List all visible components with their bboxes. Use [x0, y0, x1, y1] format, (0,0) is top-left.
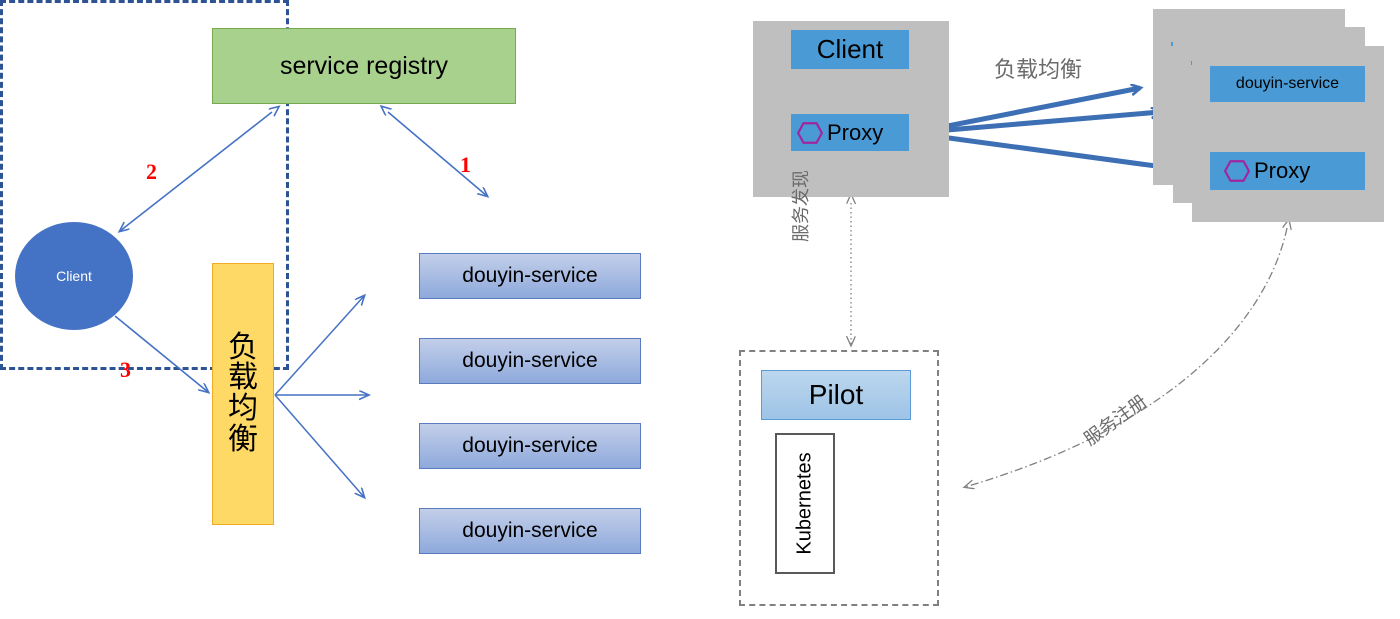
load-balance-annotation: 负载均衡	[994, 57, 1083, 82]
douyin-service-instance[interactable]: douyin-service	[419, 253, 641, 299]
service-registry-box[interactable]: service registry	[212, 28, 516, 104]
lb-char-3: 均	[228, 392, 258, 425]
lb-char-2: 载	[228, 361, 258, 395]
service-discovery-annotation: 服务发现	[791, 170, 811, 242]
kubernetes-cluster-boundary	[739, 350, 939, 606]
douyin-service-instance[interactable]: douyin-service	[419, 423, 641, 469]
kubernetes-box[interactable]: Kubernetes	[775, 433, 835, 574]
arrow-registry-to-services	[388, 112, 487, 196]
step-number-1: 1	[460, 152, 471, 177]
service-proxy-label: Proxy	[1254, 158, 1311, 183]
pilot-box[interactable]: Pilot	[761, 370, 911, 420]
client-proxy-label: Proxy	[827, 119, 884, 145]
lb-char-1: 负	[228, 330, 258, 364]
arrow-service-register	[965, 228, 1287, 487]
client-node[interactable]: Client	[15, 222, 133, 330]
douyin-service-app-box[interactable]: douyin-service	[1210, 66, 1365, 102]
hexagon-icon	[1224, 160, 1250, 182]
hexagon-icon	[797, 121, 823, 144]
service-proxy-box[interactable]: Proxy	[1210, 152, 1365, 190]
kubernetes-label: Kubernetes	[793, 452, 816, 555]
service-register-annotation: 服务注册	[1080, 390, 1151, 450]
client-app-box[interactable]: Client	[791, 30, 909, 69]
douyin-service-instance[interactable]: douyin-service	[419, 508, 641, 554]
step-number-2: 2	[146, 159, 157, 184]
lb-char-4: 衡	[228, 422, 258, 456]
load-balancer-box[interactable]: 负 载 均 衡	[212, 263, 274, 525]
douyin-service-instance[interactable]: douyin-service	[419, 338, 641, 384]
step-number-3: 3	[120, 357, 131, 382]
client-proxy-box[interactable]: Proxy	[791, 114, 909, 151]
